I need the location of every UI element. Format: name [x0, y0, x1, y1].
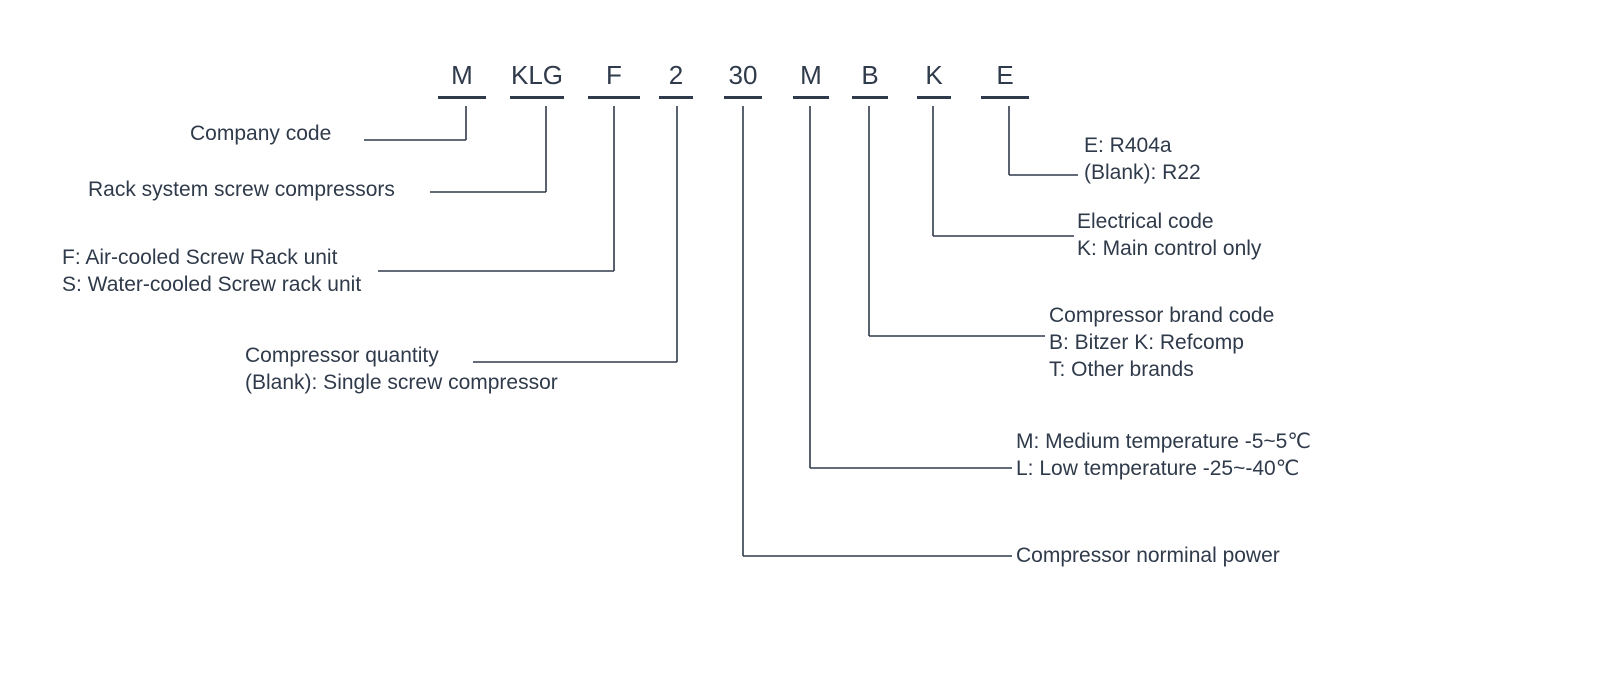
label-company-code: Company code	[190, 122, 332, 145]
code-segment-temperature: M	[800, 60, 822, 90]
code-segment-electrical: K	[925, 60, 943, 90]
label-refrigerant: E: R404a (Blank): R22	[1084, 134, 1201, 184]
label-compressor-brand: Compressor brand code B: Bitzer K: Refco…	[1049, 304, 1275, 381]
code-underline	[438, 96, 486, 99]
code-underline	[659, 96, 693, 99]
code-underline	[852, 96, 888, 99]
code-segment-power: 30	[728, 60, 758, 90]
code-segment-refrigerant: E	[996, 60, 1014, 90]
label-temperature: M: Medium temperature -5~5℃ L: Low tempe…	[1016, 430, 1311, 480]
code-underline	[588, 96, 640, 99]
label-compressor-power: Compressor norminal power	[1016, 544, 1280, 567]
code-segment-series: KLG	[510, 60, 564, 90]
code-underline	[981, 96, 1029, 99]
label-compressor-quantity: Compressor quantity (Blank): Single scre…	[245, 344, 558, 394]
label-unit-type: F: Air-cooled Screw Rack unit S: Water-c…	[62, 246, 362, 296]
code-segment-brand: B	[861, 60, 879, 90]
code-underline	[510, 96, 564, 99]
code-underline	[917, 96, 951, 99]
code-segment-quantity: 2	[668, 60, 684, 90]
code-segment-unit-type: F	[606, 60, 622, 90]
code-underline	[724, 96, 762, 99]
label-rack-system: Rack system screw compressors	[88, 178, 395, 201]
code-underline	[793, 96, 829, 99]
code-segment-company: M	[451, 60, 473, 90]
label-electrical-code: Electrical code K: Main control only	[1077, 210, 1262, 260]
